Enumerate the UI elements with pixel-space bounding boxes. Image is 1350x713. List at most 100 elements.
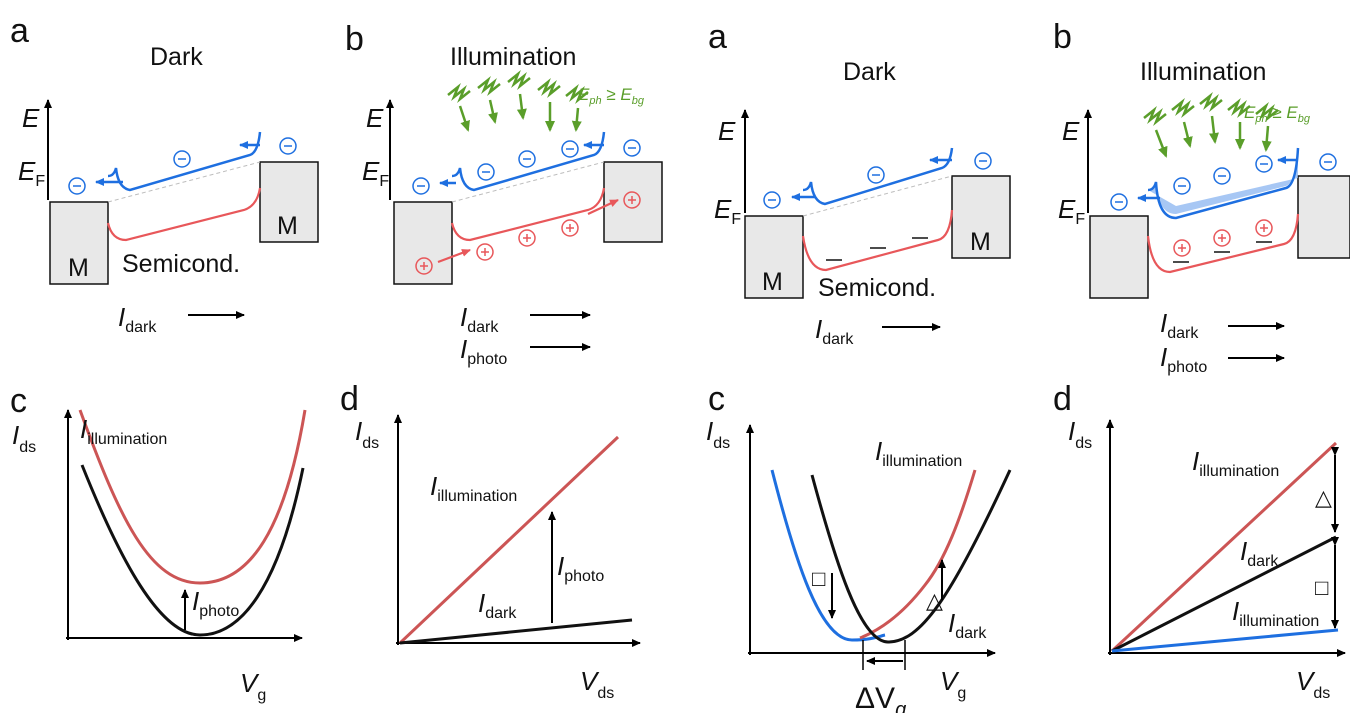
panel-letter-c-right: c <box>708 380 725 418</box>
hole-arrow-right <box>587 199 619 215</box>
metal-left <box>1089 215 1149 299</box>
metal-right <box>951 175 1011 259</box>
illumination-label-low: Iillumination <box>1232 596 1319 630</box>
metal-label-right: M <box>970 228 991 256</box>
dark-label: Idark <box>478 588 517 622</box>
trap-states <box>1173 241 1272 263</box>
band-diagram-dark-left: E EF M M Semicond. Idark <box>18 99 319 336</box>
electron-1 <box>68 177 86 195</box>
photo-current-label: Iphoto <box>1160 342 1207 376</box>
illumination-line-low <box>1111 628 1339 653</box>
x-axis-label: Vg <box>940 666 966 702</box>
fermi-dashed <box>802 175 953 217</box>
panel-letter-b-left: b <box>345 20 364 58</box>
semiconductor-label: Semicond. <box>818 274 936 302</box>
metal-left <box>744 215 804 299</box>
ids-vds-plot-right: Ids Vds Iillumination Idark Iilluminatio… <box>1068 416 1346 702</box>
photo-label: Iphoto <box>557 551 604 585</box>
illumination-label: Iillumination <box>430 471 517 505</box>
ids-vg-plot-right: Ids Vg Iillumination Idark □ △ ΔVg <box>706 416 1012 713</box>
panel-letter-b-right: b <box>1053 18 1072 56</box>
valence-band <box>450 187 606 242</box>
title-dark-left: Dark <box>150 43 203 71</box>
conduction-band <box>802 147 954 206</box>
panel-letter-d-left: d <box>340 380 359 418</box>
metal-label-right: M <box>277 212 298 240</box>
metal-right <box>1297 175 1350 259</box>
y-axis-label: Ids <box>12 420 36 456</box>
dark-current-label: Idark <box>118 302 157 336</box>
energy-label: E <box>718 116 736 146</box>
x-axis-label: Vds <box>580 666 614 702</box>
dark-label: Idark <box>948 608 987 642</box>
fermi-level-label: EF <box>18 156 45 190</box>
delta-vg-label: ΔVg <box>855 682 906 713</box>
fermi-dashed <box>451 161 605 203</box>
holes <box>415 191 641 275</box>
band-diagram-dark-right: E EF M M Semicond. Idark <box>714 109 1011 348</box>
illumination-line <box>398 435 620 645</box>
conduction-band <box>1147 147 1300 220</box>
metal-label-left: M <box>68 254 89 282</box>
electron-accumulation <box>1148 148 1298 214</box>
photon-condition: Eph ≥ Ebg <box>578 85 645 107</box>
conduction-band <box>107 131 262 192</box>
electrons <box>412 139 641 195</box>
energy-label: E <box>366 103 384 133</box>
conduction-band <box>451 131 606 192</box>
illumination-label: Iillumination <box>875 436 962 470</box>
panel-letter-a-right: a <box>708 18 727 56</box>
illumination-line-high <box>1110 441 1338 653</box>
ids-vds-plot-left: Ids Vds Iillumination Idark Iphoto <box>355 414 641 702</box>
illumination-label: Iillumination <box>80 414 167 448</box>
energy-label: E <box>1062 116 1080 146</box>
metal-left <box>49 201 109 285</box>
band-diagram-illumination-left: E EF Eph ≥ E <box>362 70 663 368</box>
triangle-symbol: △ <box>1315 485 1332 510</box>
triangle-symbol: △ <box>926 588 943 613</box>
photo-current-label: Iphoto <box>460 334 507 368</box>
metal-right <box>259 161 319 243</box>
dark-line <box>399 618 633 645</box>
y-axis-label: Ids <box>1068 416 1092 452</box>
illumination-label-high: Iillumination <box>1192 446 1279 480</box>
y-axis-label: Ids <box>355 416 379 452</box>
band-diagram-illumination-right: E EF <box>1058 92 1350 376</box>
trap-states <box>826 237 928 261</box>
x-axis-label: Vg <box>240 668 266 704</box>
metal-left <box>393 201 453 285</box>
electron-2 <box>173 150 191 168</box>
panel-letter-a-left: a <box>10 12 29 50</box>
hole-arrow-left <box>437 248 471 264</box>
square-symbol: □ <box>812 566 825 591</box>
panel-letter-c-left: c <box>10 382 27 420</box>
photon-condition: Eph ≥ Ebg <box>1244 103 1311 125</box>
dark-current-label: Idark <box>460 302 499 336</box>
square-symbol: □ <box>1315 575 1328 600</box>
title-illumination-right: Illumination <box>1140 58 1266 86</box>
illumination-curve <box>859 469 977 640</box>
fermi-level-label: EF <box>362 156 389 190</box>
dark-current-label: Idark <box>1160 308 1199 342</box>
dark-curve <box>810 469 1012 644</box>
fermi-level-label: EF <box>714 194 741 228</box>
dark-curve <box>80 464 305 637</box>
title-dark-right: Dark <box>843 58 896 86</box>
metal-label-left: M <box>762 268 783 296</box>
illumination-shift-curve <box>770 469 886 642</box>
dark-label: Idark <box>1240 536 1279 570</box>
energy-label: E <box>22 103 40 133</box>
semiconductor-label: Semicond. <box>122 250 240 278</box>
photo-label: Iphoto <box>192 586 239 620</box>
photons <box>1143 92 1279 156</box>
fermi-dashed <box>107 161 261 203</box>
x-axis-label: Vds <box>1296 666 1330 702</box>
title-illumination-left: Illumination <box>450 43 576 71</box>
fermi-level-label: EF <box>1058 194 1085 228</box>
electron-3 <box>279 137 297 155</box>
panel-letter-d-right: d <box>1053 380 1072 418</box>
illumination-curve <box>78 409 307 585</box>
metal-right <box>603 161 663 243</box>
photons <box>447 70 589 130</box>
valence-band <box>801 209 954 272</box>
